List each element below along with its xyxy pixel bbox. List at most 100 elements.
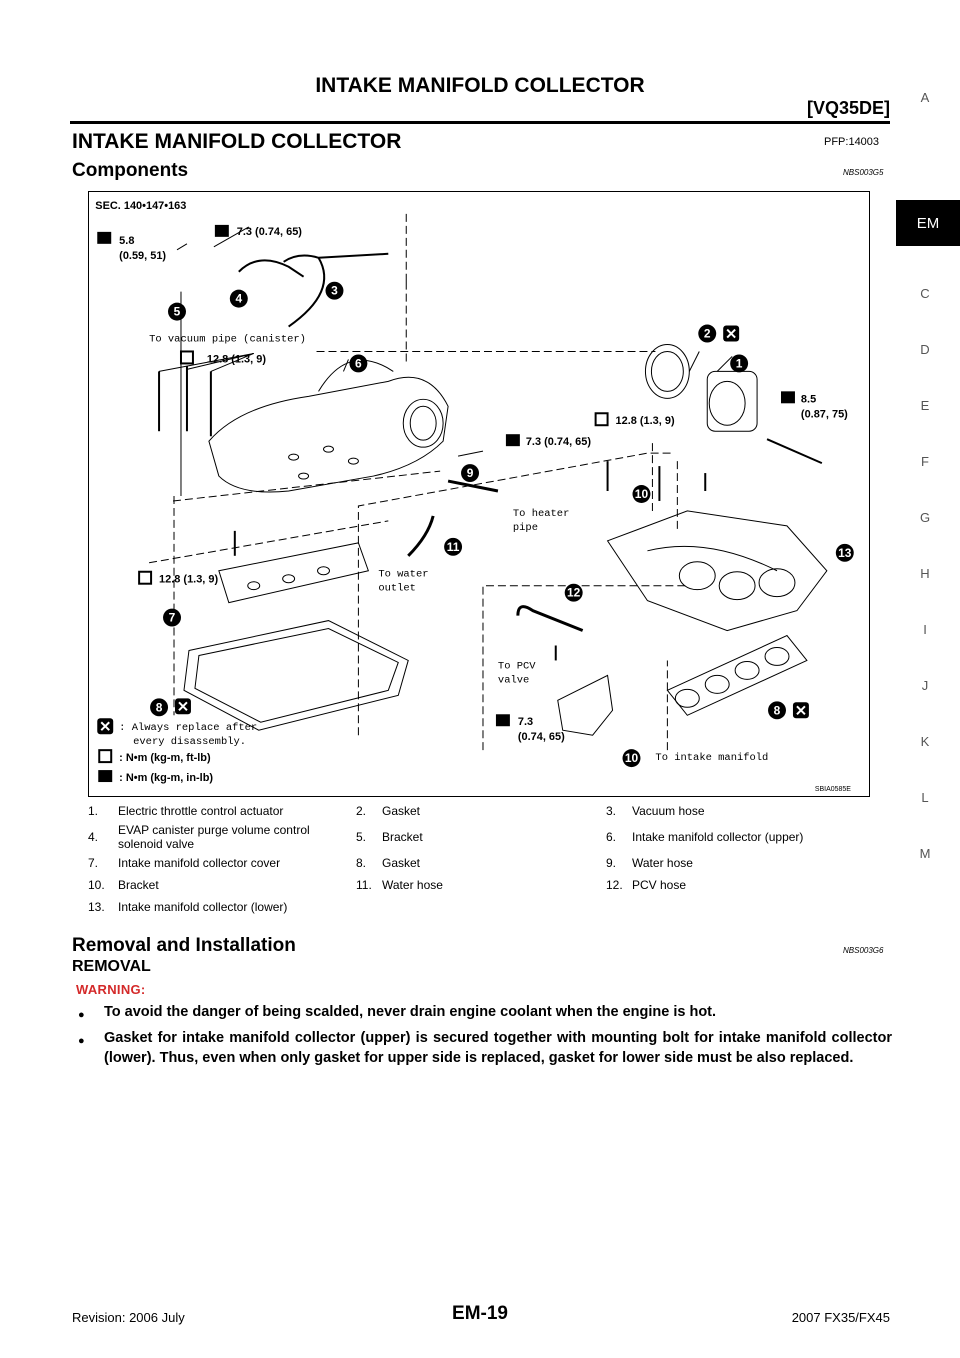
warning-bullet: Gasket for intake manifold collector (up… [104,1030,892,1066]
removal-installation-code: NBS003G6 [843,946,884,955]
callout-badge [622,749,641,768]
note-water: outlet [378,583,416,595]
tab-l[interactable]: L [921,790,929,805]
torque-icon [505,434,520,447]
water-hose-11 [407,515,435,557]
note-heater: To heater [513,508,569,520]
dash-line [149,520,389,564]
legend-text: Gasket [382,856,421,870]
callout-number: 10 [625,751,639,765]
note-vacuum: To vacuum pipe (canister) [149,334,306,346]
legend-text: Vacuum hose [632,804,705,818]
torque-label: (0.87, 75) [801,408,848,420]
dash-line [172,470,441,502]
callout-badge [349,354,368,373]
dash-line [651,441,678,531]
upper-collector-shape [208,376,449,493]
tab-i[interactable]: I [923,622,927,637]
callout-number: 8 [156,700,163,714]
torque-icon [594,412,609,427]
legend-text: Intake manifold collector (lower) [118,900,288,914]
callout-badge [229,289,248,308]
callout-badge [444,537,463,556]
tab-d[interactable]: D [920,342,930,357]
tab-c[interactable]: C [920,286,930,301]
diagram-svg: SEC. 140•147•163 5.8 (0.59, 51) 7.3 (0.7… [95,200,854,793]
torque-label: 12.8 (1.3, 9) [616,415,675,427]
bolt [766,438,823,465]
legend-number: 5. [356,830,367,844]
legend-row: 4.EVAP canister purge volume control sol… [88,822,870,852]
section-pfp-code: PFP:14003 [824,136,880,148]
torque-label: 7.3 [518,716,533,728]
torque-icon [495,714,510,727]
lower-collector-shape [606,510,828,632]
tab-active-em[interactable]: EM [896,200,960,246]
removal-installation-heading: Removal and Installation [72,935,296,956]
note-intake: To intake manifold [655,752,768,764]
note-heater: pipe [513,522,538,534]
components-code: NBS003G5 [843,168,884,177]
torque-label: 5.8 [119,235,134,247]
legend-text: Intake manifold collector (upper) [632,830,804,844]
callout-number: 3 [331,284,338,298]
throttle-actuator-shape [706,370,758,432]
vacuum-hose [288,257,326,328]
replace-icon [175,698,191,715]
legend-number: 6. [606,830,617,844]
tab-m[interactable]: M [919,846,931,861]
legend-text: Water hose [382,878,443,892]
legend-replace: every disassembly. [133,736,246,748]
tab-h[interactable]: H [920,566,930,581]
note-pcv: To PCV [498,660,536,672]
water-hose-9 [447,479,499,493]
callout-badge [835,543,854,562]
dash-line [357,452,673,736]
callout-badge [163,608,181,627]
legend-number: 11. [356,878,372,892]
diagram-sec-label: SEC. 140•147•163 [95,200,186,212]
torque-icon [97,231,112,244]
components-diagram: SEC. 140•147•163 5.8 (0.59, 51) 7.3 (0.7… [88,191,870,797]
legend-text: Gasket [382,804,421,818]
warning-label: WARNING: [76,982,146,997]
legend-number: 12. [606,878,623,892]
callout-number: 7 [169,611,176,625]
callout-badge [564,583,583,602]
tab-g[interactable]: G [919,510,931,525]
callout-badge [325,281,344,300]
legend-number: 7. [88,856,99,870]
torque-label: 7.3 (0.74, 65) [526,436,592,448]
torque-icon [138,570,153,585]
tab-e[interactable]: E [920,398,930,413]
callout-badge [461,464,479,483]
tab-f[interactable]: F [921,454,929,469]
legend-text: Electric throttle control actuator [118,804,284,818]
legend-number: 2. [356,804,367,818]
footer-model: 2007 FX35/FX45 [791,1310,890,1325]
gasket-lower-shape [183,620,409,731]
collector-cover-shape [218,542,370,604]
torque-label: (0.74, 65) [518,731,565,743]
header-rule [70,121,890,124]
callout-number: 8 [774,703,781,717]
components-heading: Components [72,160,189,181]
bullet-icon: ● [78,1009,85,1021]
legend-text: EVAP canister purge volume control solen… [118,823,310,851]
torque-label: 12.8 (1.3, 9) [159,574,218,586]
tab-j[interactable]: J [921,678,929,693]
tab-k[interactable]: K [920,734,930,749]
legend-row: 13.Intake manifold collector (lower) [88,896,870,918]
callout-badge [730,354,749,373]
legend-text: Water hose [632,856,693,870]
tab-a[interactable]: A [920,90,930,105]
callout-number: 11 [447,540,460,554]
dash-line [482,585,688,751]
page-header-title: INTAKE MANIFOLD COLLECTOR [315,74,645,97]
callout-number: 10 [635,487,649,501]
legend-inlb: : N•m (kg-m, in-lb) [119,772,213,784]
callout-badge [168,302,186,321]
